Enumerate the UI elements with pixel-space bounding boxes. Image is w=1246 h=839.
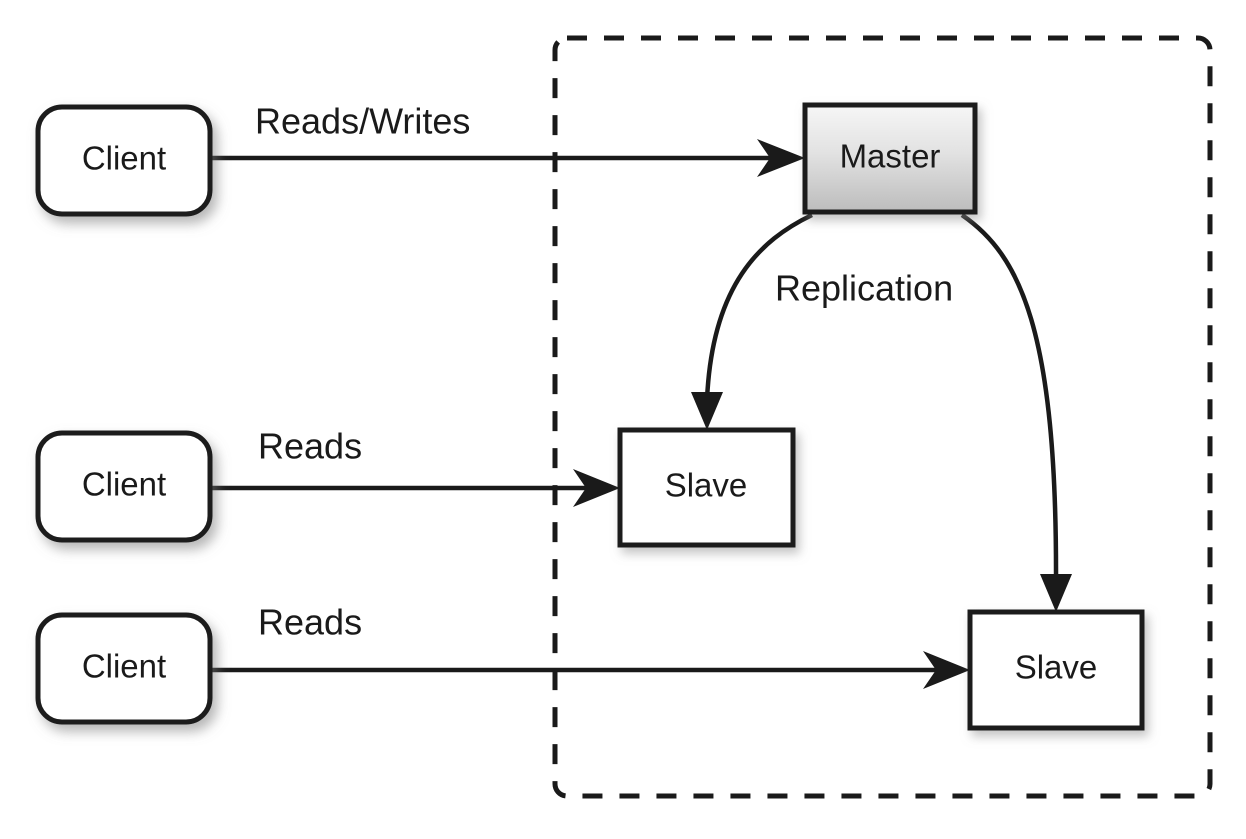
- edge-client1-master: [210, 139, 805, 177]
- node-client-3-label: Client: [82, 648, 166, 685]
- node-master[interactable]: Master: [802, 102, 978, 215]
- arrowhead-barbed: [757, 139, 805, 177]
- edge-master-slave2: [960, 213, 1072, 612]
- arrowhead-barbed: [573, 469, 620, 507]
- arrowhead-triangle: [691, 392, 723, 430]
- node-slave-2[interactable]: Slave: [967, 609, 1145, 731]
- edge-label-reads-slave1: Reads: [258, 426, 362, 467]
- node-client-2-label: Client: [82, 466, 166, 503]
- node-client-1[interactable]: Client: [35, 104, 213, 217]
- node-slave-1[interactable]: Slave: [617, 427, 796, 548]
- edge-label-reads-slave2: Reads: [258, 602, 362, 643]
- node-client-3[interactable]: Client: [35, 612, 213, 725]
- node-slave-1-label: Slave: [665, 467, 748, 504]
- edge-label-replication: Replication: [775, 268, 953, 309]
- edge-client2-slave1: [210, 469, 620, 507]
- node-slave-2-label: Slave: [1015, 649, 1098, 686]
- arrowhead-barbed: [923, 651, 970, 689]
- node-client-2[interactable]: Client: [35, 430, 213, 543]
- node-master-label: Master: [840, 138, 941, 175]
- edge-label-reads-writes: Reads/Writes: [255, 101, 470, 142]
- edge-client3-slave2: [210, 651, 970, 689]
- arrowhead-triangle: [1040, 574, 1072, 612]
- database-cluster-boundary: [552, 35, 1213, 799]
- node-client-1-label: Client: [82, 140, 166, 177]
- edge-master-slave1: [691, 212, 813, 430]
